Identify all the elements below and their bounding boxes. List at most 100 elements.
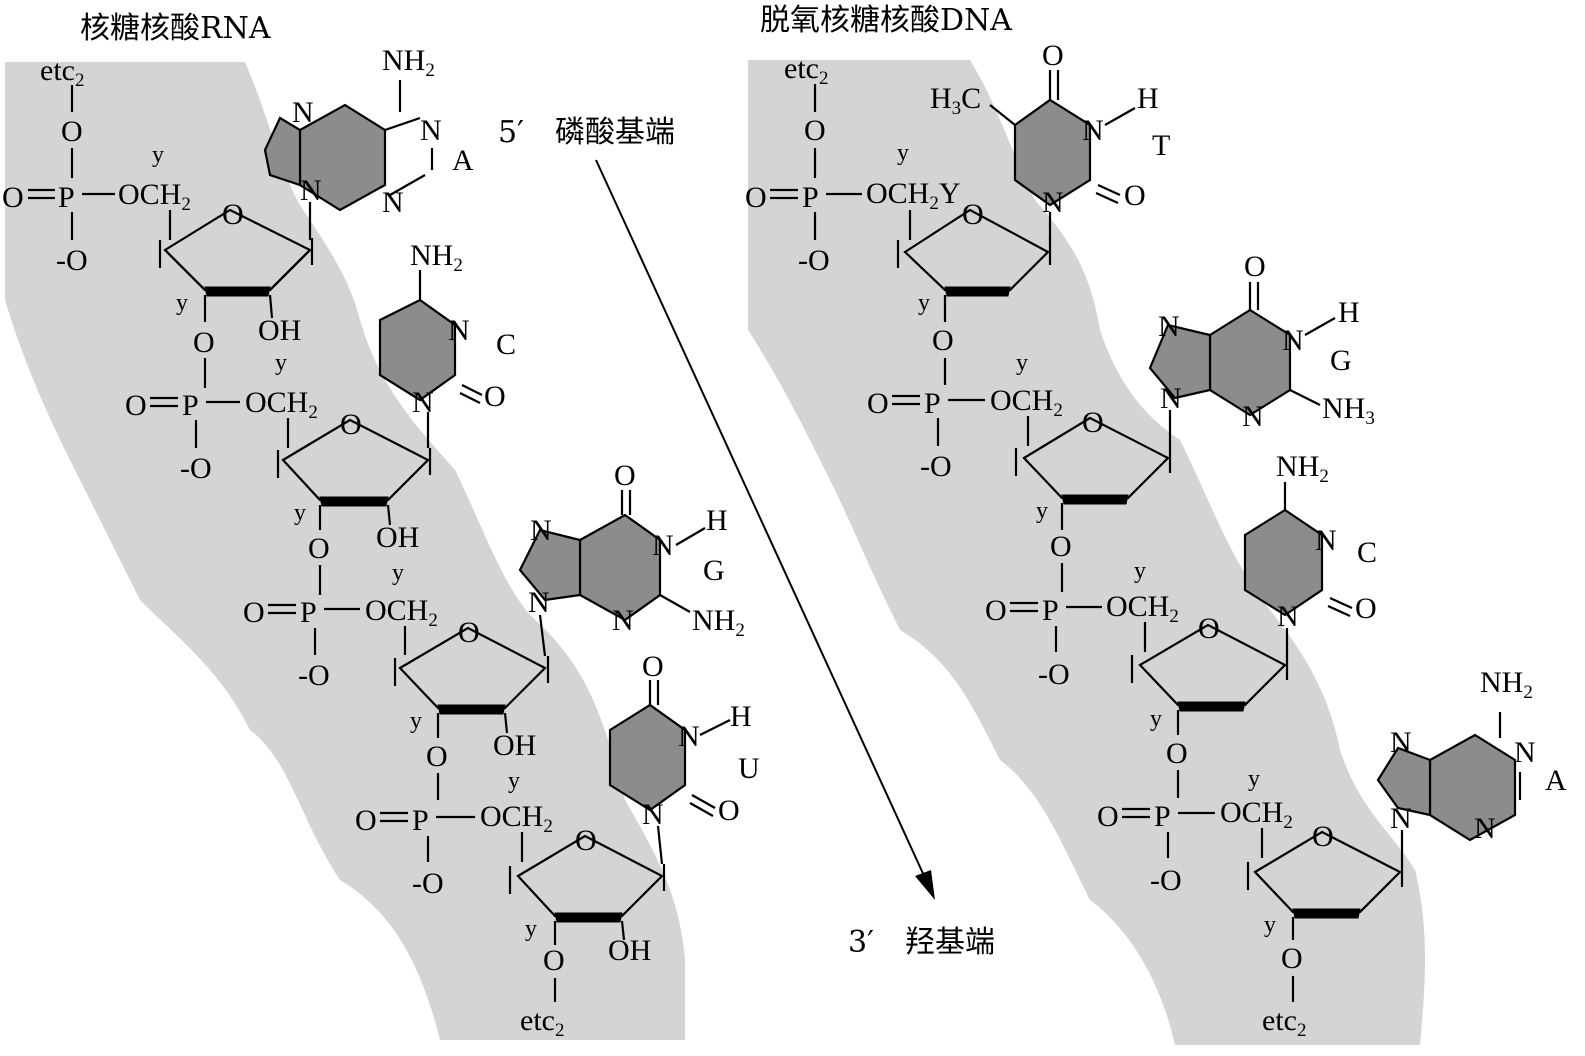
svg-text:OH: OH xyxy=(258,314,301,347)
rna-base-label-2: C xyxy=(496,328,516,361)
svg-text:O: O xyxy=(1312,820,1334,853)
rna-unit-1: O P -O y OCH2 O y OH O N N xyxy=(2,44,474,388)
svg-text:N: N xyxy=(292,96,314,129)
dna-title: 脱氧核糖核酸DNA xyxy=(760,3,1012,38)
svg-text:N: N xyxy=(1158,310,1180,343)
rna-top-etc: etc2 xyxy=(40,54,84,91)
svg-text:N: N xyxy=(1277,600,1299,633)
svg-text:O: O xyxy=(985,594,1007,627)
svg-text:y: y xyxy=(897,140,909,166)
svg-text:N: N xyxy=(1282,324,1304,357)
svg-text:OCH2Y: OCH2Y xyxy=(866,177,961,214)
svg-text:N: N xyxy=(1042,186,1064,219)
svg-text:NH2: NH2 xyxy=(382,44,435,81)
svg-text:O: O xyxy=(867,387,889,420)
svg-text:y: y xyxy=(152,142,164,168)
svg-text:N: N xyxy=(642,798,664,831)
svg-text:O: O xyxy=(1042,39,1064,72)
dna-p-1: P xyxy=(802,181,819,214)
dna-unit-3: O P -O y OCH2 O y O N N O NH2 xyxy=(985,450,1377,798)
svg-text:O: O xyxy=(484,380,506,413)
svg-text:O: O xyxy=(1198,612,1220,645)
svg-text:OCH2: OCH2 xyxy=(365,594,438,631)
rna-base-label-4: U xyxy=(738,752,760,785)
svg-text:-O: -O xyxy=(412,867,444,900)
rna-backbone-band xyxy=(5,62,685,1040)
svg-text:O: O xyxy=(932,324,954,357)
dna-base-label-4: A xyxy=(1545,764,1567,797)
svg-text:N: N xyxy=(1242,400,1264,433)
svg-text:NH2: NH2 xyxy=(1480,666,1533,703)
rna-unit-3: O P -O y OCH2 O y OH O N N N N xyxy=(243,459,745,800)
svg-text:O: O xyxy=(1355,592,1377,625)
svg-text:N: N xyxy=(652,529,674,562)
svg-text:O: O xyxy=(458,616,480,649)
svg-text:N: N xyxy=(1474,812,1496,845)
svg-text:N: N xyxy=(1315,524,1337,557)
dna-top-etc: etc2 xyxy=(784,52,828,89)
svg-text:y: y xyxy=(294,500,306,526)
svg-text:y: y xyxy=(275,350,287,376)
svg-text:O: O xyxy=(1050,530,1072,563)
svg-text:O: O xyxy=(125,389,147,422)
dna-base-label-2: G xyxy=(1330,344,1352,377)
svg-text:y: y xyxy=(392,560,404,586)
svg-text:y: y xyxy=(410,708,422,734)
svg-text:N: N xyxy=(1514,736,1536,769)
svg-text:H: H xyxy=(730,700,752,733)
svg-text:H: H xyxy=(1338,296,1360,329)
svg-text:O: O xyxy=(1082,406,1104,439)
svg-text:N: N xyxy=(1082,114,1104,147)
svg-text:O: O xyxy=(243,596,265,629)
svg-text:OCH2: OCH2 xyxy=(1106,590,1179,627)
svg-text:O: O xyxy=(642,650,664,683)
rna-p-2: P xyxy=(182,389,199,422)
dna-base-label-1: T xyxy=(1152,129,1170,162)
svg-text:NH2: NH2 xyxy=(410,239,463,276)
svg-text:NH3: NH3 xyxy=(1322,392,1375,429)
svg-text:O: O xyxy=(1166,737,1188,770)
svg-text:N: N xyxy=(382,186,404,219)
svg-text:O: O xyxy=(543,944,565,977)
dna-base-label-3: C xyxy=(1357,536,1377,569)
five-prime-label: 5′ xyxy=(498,115,524,150)
svg-text:OH: OH xyxy=(376,521,419,554)
rna-p-1: P xyxy=(58,181,75,214)
svg-text:O: O xyxy=(308,532,330,565)
svg-text:H3C: H3C xyxy=(930,82,981,119)
svg-text:y: y xyxy=(1264,912,1276,938)
svg-text:y: y xyxy=(918,290,930,316)
svg-text:N: N xyxy=(1390,726,1412,759)
svg-text:O: O xyxy=(1097,800,1119,833)
svg-text:N: N xyxy=(300,174,322,207)
rna-bottom-etc: etc2 xyxy=(520,1004,564,1041)
svg-text:y: y xyxy=(176,290,188,316)
svg-text:OCH2: OCH2 xyxy=(1220,796,1293,833)
svg-text:OCH2: OCH2 xyxy=(480,800,553,837)
svg-text:N: N xyxy=(528,586,550,619)
hydroxyl-end-label: 羟基端 xyxy=(905,925,995,960)
svg-text:y: y xyxy=(508,768,520,794)
svg-text:O: O xyxy=(575,824,597,857)
svg-text:OCH2: OCH2 xyxy=(245,386,318,423)
dna-bottom-etc: etc2 xyxy=(1262,1004,1306,1041)
svg-text:OCH2: OCH2 xyxy=(118,178,191,215)
svg-text:N: N xyxy=(612,604,634,637)
svg-text:H: H xyxy=(1137,82,1159,115)
svg-text:N: N xyxy=(530,514,552,547)
svg-text:-O: -O xyxy=(920,450,952,483)
svg-text:-O: -O xyxy=(1038,658,1070,691)
svg-text:y: y xyxy=(1036,498,1048,524)
dna-unit-1: O P -O y OCH2Y O y O N N O H xyxy=(745,39,1170,385)
rna-base-label-3: G xyxy=(703,554,725,587)
dna-unit-4: O P -O y OCH2 O y O etc2 N N N N xyxy=(1097,666,1567,1041)
three-prime-label: 3′ xyxy=(848,925,874,960)
svg-text:NH2: NH2 xyxy=(692,604,745,641)
svg-text:O: O xyxy=(1281,942,1303,975)
rna-title: 核糖核酸RNA xyxy=(80,11,271,46)
svg-text:O: O xyxy=(193,326,215,359)
direction-arrow xyxy=(595,159,927,881)
svg-text:O: O xyxy=(718,794,740,827)
direction-arrowhead xyxy=(915,870,935,900)
dna-unit-2: O P -O y OCH2 O y O N N N N O xyxy=(867,250,1375,592)
